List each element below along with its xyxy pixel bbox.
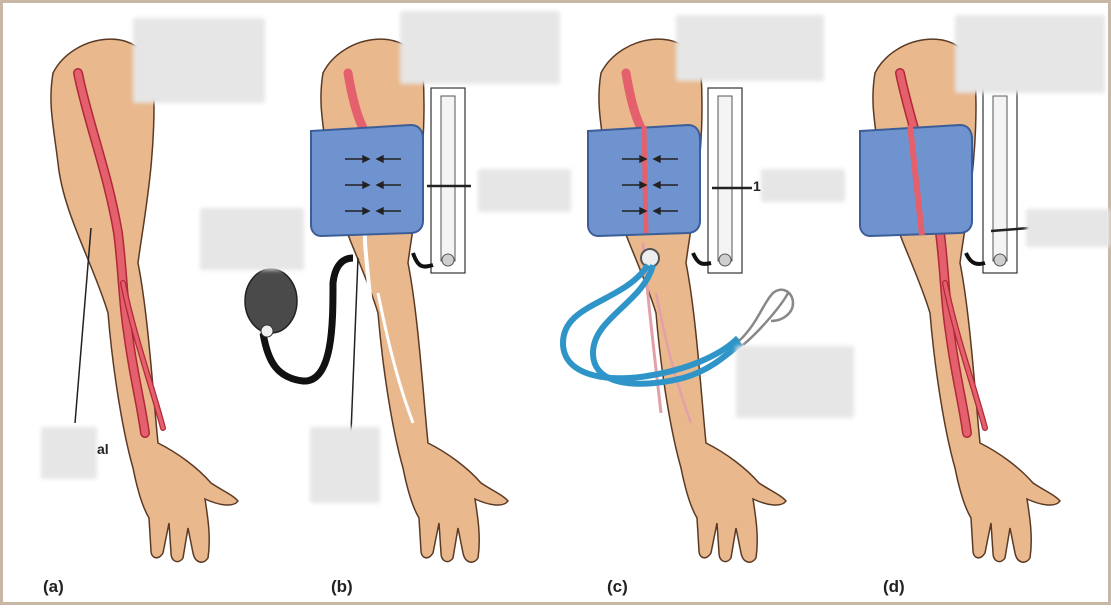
- panel-a-arm: [51, 39, 238, 562]
- panel-c-gauge: [708, 88, 752, 273]
- masked-label: [1026, 209, 1110, 247]
- label-fragment-a: al: [97, 441, 109, 457]
- masked-label: [761, 169, 845, 202]
- panel-b-bulb: [245, 258, 353, 381]
- panel-d-cuff: [860, 125, 972, 236]
- masked-label: [200, 208, 304, 270]
- panel-label-b: (b): [331, 577, 353, 597]
- label-fragment-c: 1: [753, 178, 761, 194]
- masked-label: [736, 346, 854, 418]
- panel-d-arm: [873, 39, 1060, 562]
- masked-label: [955, 15, 1105, 93]
- panel-b-gauge: [427, 88, 471, 273]
- masked-label: [676, 15, 824, 81]
- panel-d-gauge: [983, 88, 1029, 273]
- masked-label: [133, 18, 265, 103]
- panel-c-cuff: [588, 125, 700, 236]
- panel-label-a: (a): [43, 577, 64, 597]
- masked-label: [478, 169, 571, 212]
- panel-b-gauge-tube: [413, 253, 433, 267]
- panel-label-c: (c): [607, 577, 628, 597]
- masked-label: [41, 427, 97, 479]
- panel-label-d: (d): [883, 577, 905, 597]
- masked-label: [400, 11, 560, 84]
- masked-label: [310, 427, 380, 503]
- panel-b-cuff: [311, 125, 423, 236]
